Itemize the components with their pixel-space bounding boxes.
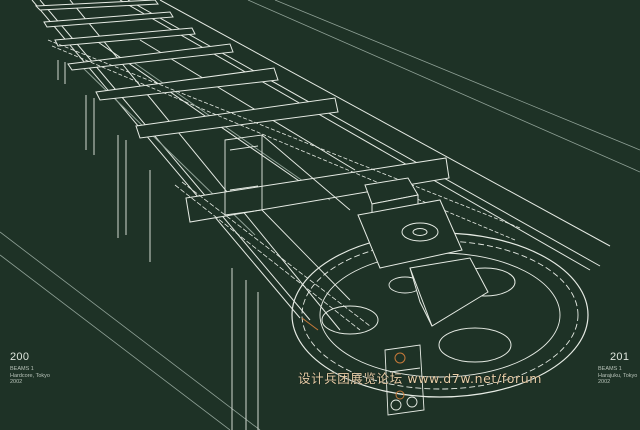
caption-right: BEAMS 1 Harajuku, Tokyo 2002 (598, 366, 637, 386)
motor-gearbox (357, 177, 489, 327)
forum-watermark: 设计兵团展览论坛 www.d7w.net/forum (298, 371, 543, 386)
caption-left-line-3: 2002 (10, 379, 23, 385)
caption-left: BEAMS 1 Hardcore, Tokyo 2002 (10, 366, 50, 386)
page-number-left: 200 (10, 351, 30, 363)
caption-left-line-1: BEAMS 1 (10, 366, 34, 372)
caption-right-line-2: Harajuku, Tokyo (598, 372, 638, 379)
support-legs (57, 60, 259, 430)
accent-details (301, 317, 406, 400)
caption-right-line-1: BEAMS 1 (598, 366, 622, 372)
caption-right-line-3: 2002 (598, 379, 611, 385)
page-number-right: 201 (610, 351, 630, 363)
chain-links (47, 39, 521, 331)
center-frame (224, 134, 351, 301)
caption-left-line-2: Hardcore, Tokyo (10, 372, 50, 379)
cross-beams (34, 0, 450, 223)
lower-bracket (384, 344, 425, 416)
rails (31, 0, 611, 331)
